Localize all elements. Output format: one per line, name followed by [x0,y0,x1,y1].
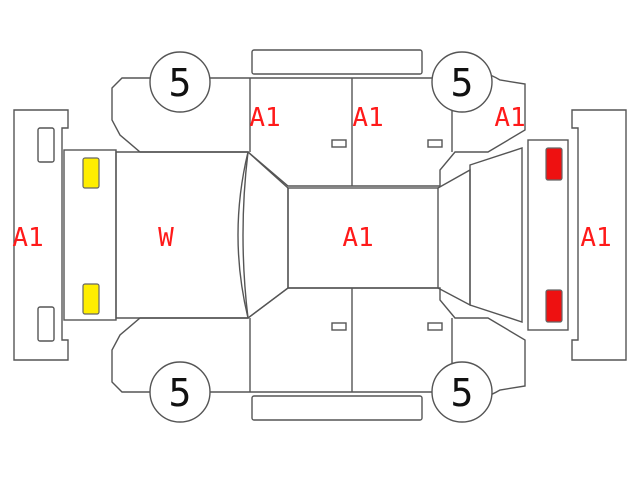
front-bumper-label: A1 [12,223,43,253]
left-front-door-label: A1 [249,103,280,133]
trunk [469,139,569,331]
svg-text:5: 5 [451,371,474,415]
svg-text:5: 5 [169,371,192,415]
left-rear-fender-label: A1 [494,103,525,133]
headlight-right [82,283,100,315]
rear-window [437,168,471,307]
wheel-front-left: 5 [149,51,211,113]
wheel-rear-left: 5 [431,51,493,113]
wheel-rear-right: 5 [431,361,493,423]
svg-text:5: 5 [169,61,192,105]
taillight-left [545,147,563,181]
svg-text:5: 5 [451,61,474,105]
hood-label: W [158,223,174,253]
left-rear-door-label: A1 [352,103,383,133]
rear-bumper-label: A1 [580,223,611,253]
taillight-right [545,289,563,323]
hood [115,151,249,319]
rear-bumper [571,109,627,361]
roof-label: A1 [342,223,373,253]
headlight-left [82,157,100,189]
front-bumper [13,109,69,361]
wheel-front-right: 5 [149,361,211,423]
